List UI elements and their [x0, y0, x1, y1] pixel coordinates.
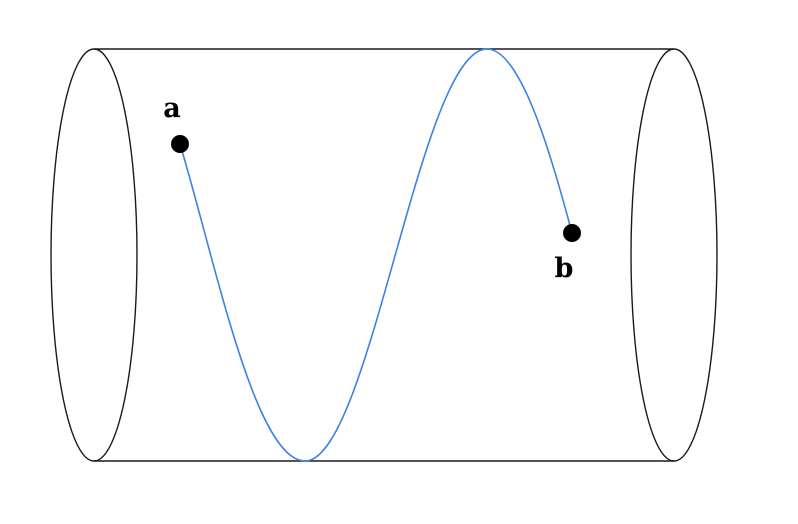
cylinder-right-end [630, 48, 718, 462]
point-b-label: b [555, 253, 574, 284]
point-a: a [163, 93, 189, 153]
point-b: b [555, 224, 581, 284]
point-b-marker [563, 224, 581, 242]
point-a-marker [171, 135, 189, 153]
helix-curve [179, 48, 573, 462]
point-a-label: a [163, 93, 181, 124]
cylinder-left-end [50, 48, 138, 462]
cylinder [50, 48, 718, 462]
